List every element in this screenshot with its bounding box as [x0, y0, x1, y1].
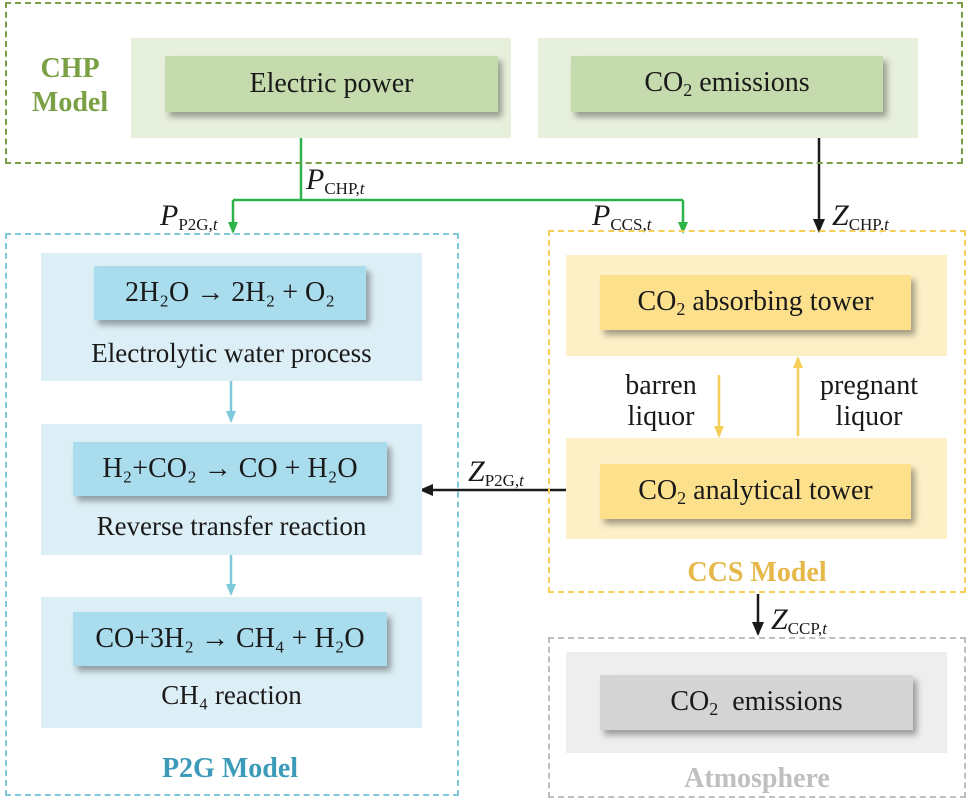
p2g-step3-equation-box: CO+3H₂ → CH₄ + H₂O — [73, 612, 387, 666]
barren-liquor-line2: liquor — [627, 401, 695, 432]
p-chp-subscript: CHP, — [324, 179, 360, 198]
z-chp-symbol: Z — [832, 199, 849, 232]
z-p2g-label: ZP2G,t — [468, 455, 524, 491]
power-distribution-arrows — [228, 138, 688, 234]
z-ccp-subscript: CCP, — [787, 619, 823, 638]
p2g-step1-equation-box: 2H₂O → 2H₂ + O₂ — [94, 266, 366, 320]
pregnant-liquor-label: pregnant liquor — [810, 370, 928, 432]
co2-subscript: 2 — [677, 487, 687, 508]
p2g-model-title: P2G Model — [161, 753, 299, 784]
z-ccp-label: ZCCP,t — [771, 603, 827, 639]
atmosphere-title: Atmosphere — [684, 763, 830, 794]
p-ccs-time: t — [646, 215, 652, 234]
p2g-step3-caption: CH₄ reaction — [161, 680, 302, 710]
co2-rest: emissions — [718, 685, 843, 717]
atmosphere-co2-emissions-label: CO2 emissions — [670, 686, 842, 720]
p-chp-symbol: P — [306, 163, 325, 196]
absorbing-tower-box: CO2 absorbing tower — [600, 275, 911, 330]
co2-subscript: 2 — [683, 80, 693, 100]
p-chp-label: PCHP,t — [306, 163, 365, 199]
p-p2g-symbol: P — [160, 199, 179, 232]
co2-subscript: 2 — [676, 298, 686, 319]
co2-base: CO — [638, 474, 678, 506]
z-p2g-subscript: P2G, — [484, 471, 520, 490]
ccs-model-panel — [548, 230, 966, 593]
p2g-step2-equation: H₂+CO₂ → CO + H₂O — [102, 453, 358, 484]
co2-base: CO — [670, 685, 710, 717]
analytical-tower-label: CO2 analytical tower — [638, 475, 873, 509]
z-chp-label: ZCHP,t — [832, 199, 889, 235]
absorbing-tower-label: CO2 absorbing tower — [637, 286, 873, 320]
chp-model-panel — [5, 2, 963, 164]
z-chp-subscript: CHP, — [848, 215, 885, 234]
p-chp-time: t — [359, 179, 365, 198]
p2g-step2-caption: Reverse transfer reaction — [96, 511, 367, 541]
co2-base: CO — [644, 67, 684, 98]
chp-co2-emissions-label: CO2 emissions — [644, 67, 809, 101]
z-p2g-symbol: Z — [468, 455, 485, 488]
z-ccp-time: t — [822, 619, 827, 638]
chp-title-line1: CHP — [40, 53, 100, 84]
p2g-step1-equation: 2H₂O → 2H₂ + O₂ — [125, 277, 335, 308]
p2g-model-panel — [5, 233, 459, 796]
z-chp-time: t — [884, 215, 889, 234]
pregnant-liquor-line2: liquor — [835, 401, 903, 432]
co2-subscript: 2 — [709, 698, 719, 719]
electric-power-box: Electric power — [165, 56, 498, 112]
p-p2g-label: PP2G,t — [160, 199, 218, 235]
p-p2g-time: t — [212, 215, 218, 234]
pregnant-liquor-line1: pregnant — [820, 370, 918, 401]
p2g-step3-equation: CO+3H₂ → CH₄ + H₂O — [95, 623, 365, 654]
analytical-tower-box: CO2 analytical tower — [600, 464, 911, 519]
co2-rest: emissions — [692, 67, 810, 98]
p-ccs-subscript: CCS, — [610, 215, 647, 234]
chp-title-line2: Model — [31, 87, 109, 118]
barren-liquor-line1: barren — [625, 370, 697, 401]
co2-rest: analytical tower — [686, 474, 873, 506]
chp-co2-emissions-box: CO2 emissions — [571, 56, 883, 112]
z-p2g-time: t — [519, 471, 524, 490]
p2g-step1-caption: Electrolytic water process — [91, 338, 372, 368]
atmosphere-panel — [548, 637, 966, 798]
co2-base: CO — [637, 285, 677, 317]
atmosphere-co2-emissions-box: CO2 emissions — [600, 675, 913, 730]
p2g-step2-equation-box: H₂+CO₂ → CO + H₂O — [73, 442, 387, 496]
p-ccs-symbol: P — [592, 199, 611, 232]
p-ccs-label: PCCS,t — [592, 199, 651, 235]
z-ccp-symbol: Z — [771, 603, 788, 636]
ccs-model-title: CCS Model — [687, 557, 827, 588]
co2-rest: absorbing tower — [685, 285, 874, 317]
electric-power-label: Electric power — [249, 68, 414, 99]
p-p2g-subscript: P2G, — [178, 215, 213, 234]
barren-liquor-label: barren liquor — [614, 370, 708, 432]
chp-model-title: CHP Model — [18, 52, 122, 120]
